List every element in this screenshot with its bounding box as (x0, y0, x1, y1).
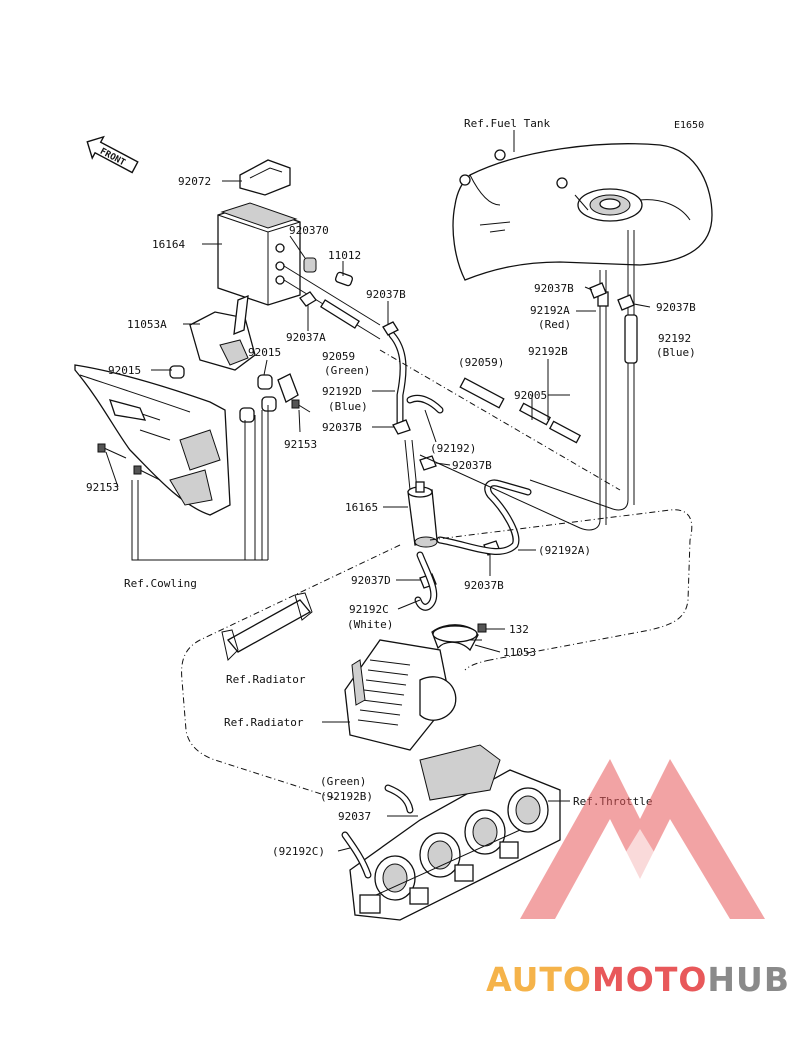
radiator-fins (357, 659, 411, 726)
label-ref-cowling: Ref.Cowling (124, 577, 197, 590)
brand-hub: HUB (707, 960, 790, 999)
cowling-frame (74, 364, 231, 516)
label-ref-fuel-tank: Ref.Fuel Tank (464, 117, 550, 130)
label-11012: 11012 (328, 249, 361, 262)
tank-lines (419, 230, 638, 531)
clamp-920370 (303, 257, 317, 273)
label-11053A: 11053A (127, 318, 167, 331)
canister-lines (283, 265, 381, 340)
label-red: (Red) (538, 318, 571, 331)
label-92192: 92192 (658, 332, 691, 345)
label-92005: 92005 (514, 389, 547, 402)
label-92192B-paren: (92192B) (320, 790, 373, 803)
label-92037B-e: 92037B (534, 282, 574, 295)
hose-92192C (414, 551, 438, 611)
spacers (169, 365, 299, 423)
fuel-tank (452, 143, 713, 281)
label-92037B-a: 92037B (366, 288, 406, 301)
label-16165: 16165 (345, 501, 378, 514)
watermark-logo-icon (520, 759, 765, 919)
label-green-2: (Green) (320, 775, 366, 788)
label-92192A: 92192A (530, 304, 570, 317)
labels: E1650 Ref.Fuel Tank 92072 920370 16164 1… (86, 117, 704, 858)
tube-92059 (379, 349, 621, 491)
label-92192D: 92192D (322, 385, 362, 398)
watermark-brand: AUTOMOTOHUB (486, 960, 790, 999)
front-arrow: FRONT (86, 135, 139, 174)
routing-loop (181, 509, 693, 801)
label-11053: 11053 (503, 646, 536, 659)
label-92059: 92059 (322, 350, 355, 363)
brand-auto: AUTO (486, 960, 592, 999)
label-92037B-b: 92037B (322, 421, 362, 434)
hose-92192A (436, 479, 532, 555)
label-92037B-d: 92037B (464, 579, 504, 592)
bracket-11053A (189, 294, 256, 371)
hose-92192D (388, 331, 407, 434)
label-16164: 16164 (152, 238, 185, 251)
label-92015-a: 92015 (108, 364, 141, 377)
bolts-92153 (97, 399, 311, 481)
label-920370: 920370 (289, 224, 329, 237)
label-92192A-paren: (92192A) (538, 544, 591, 557)
throttle-body-assembly (349, 744, 561, 921)
hose-92192C-lower (341, 831, 372, 879)
label-ref-radiator-2: Ref.Radiator (224, 716, 304, 729)
radiator (344, 639, 457, 751)
label-92153-a: 92153 (86, 481, 119, 494)
label-92192C: 92192C (349, 603, 389, 616)
label-92037D: 92037D (351, 574, 391, 587)
label-92015-b: 92015 (248, 346, 281, 359)
filter-16165 (407, 481, 438, 548)
leader-lines (105, 130, 651, 852)
diagram-code: E1650 (674, 120, 704, 131)
label-92037B-c: 92037B (452, 459, 492, 472)
label-92192C-paren: (92192C) (272, 845, 325, 858)
label-92059-paren: (92059) (458, 356, 504, 369)
radiator-bracket (221, 592, 313, 662)
bracket-11053 (431, 623, 487, 652)
label-92192B: 92192B (528, 345, 568, 358)
label-92037: 92037 (338, 810, 371, 823)
label-92153-b: 92153 (284, 438, 317, 451)
label-92072: 92072 (178, 175, 211, 188)
hose-92192B (384, 784, 414, 814)
tube-11012 (334, 271, 354, 287)
label-blue-1: (Blue) (328, 400, 368, 413)
label-green-1: (Green) (324, 364, 370, 377)
label-white: (White) (347, 618, 393, 631)
label-92037A: 92037A (286, 331, 326, 344)
label-92037B-f: 92037B (656, 301, 696, 314)
canister-16164 (217, 202, 301, 306)
brand-moto: MOTO (591, 960, 708, 999)
label-ref-radiator-1: Ref.Radiator (226, 673, 306, 686)
bracket-92072 (239, 159, 291, 196)
label-92192-paren: (92192) (430, 442, 476, 455)
cowling-ref-lines (131, 405, 269, 561)
label-132: 132 (509, 623, 529, 636)
label-blue-2: (Blue) (656, 346, 696, 359)
